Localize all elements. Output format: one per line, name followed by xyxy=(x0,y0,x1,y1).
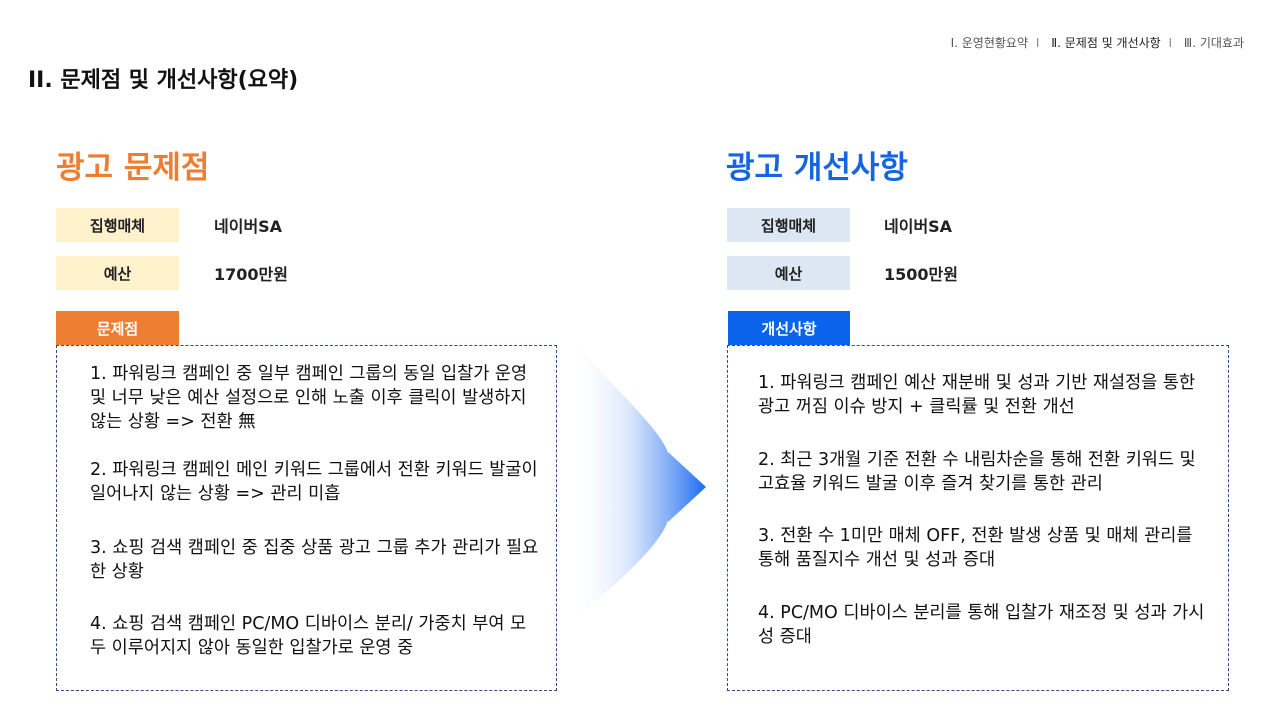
nav-item-issues[interactable]: Ⅱ. 문제점 및 개선사항 xyxy=(1051,36,1161,50)
left-media-label: 집행매체 xyxy=(56,208,179,242)
right-media-label: 집행매체 xyxy=(727,208,850,242)
nav-separator: I xyxy=(1168,36,1173,50)
nav-separator: I xyxy=(1035,36,1040,50)
left-budget-value: 1700만원 xyxy=(214,265,288,284)
problem-item-1: 1. 파워링크 캠페인 중 일부 캠페인 그룹의 동일 입찰가 운영 및 너무 … xyxy=(90,364,528,432)
problem-section-title: 광고 문제점 xyxy=(56,150,210,186)
problem-item-3: 3. 쇼핑 검색 캠페인 중 집중 상품 광고 그룹 추가 관리가 필요한 상황 xyxy=(90,538,539,582)
right-budget-value: 1500만원 xyxy=(884,265,958,284)
breadcrumb-nav: Ⅰ. 운영현황요약 I Ⅱ. 문제점 및 개선사항 I Ⅲ. 기대효과 xyxy=(947,34,1244,51)
improvement-section-title: 광고 개선사항 xyxy=(726,150,908,186)
nav-item-effects[interactable]: Ⅲ. 기대효과 xyxy=(1183,36,1244,50)
problem-box xyxy=(56,345,557,691)
right-budget-label: 예산 xyxy=(727,256,850,290)
left-budget-label: 예산 xyxy=(56,256,179,290)
nav-item-summary[interactable]: Ⅰ. 운영현황요약 xyxy=(950,36,1029,50)
left-media-value: 네이버SA xyxy=(214,217,283,236)
improvement-item-4: 4. PC/MO 디바이스 분리를 통해 입찰가 재조정 및 성과 가시성 증대 xyxy=(758,603,1205,647)
arrow-right-icon xyxy=(568,336,706,624)
improvement-item-1: 1. 파워링크 캠페인 예산 재분배 및 성과 기반 재설정을 통한 광고 꺼짐… xyxy=(758,373,1196,417)
problem-tag: 문제점 xyxy=(56,311,179,345)
improvement-tag: 개선사항 xyxy=(728,311,850,345)
right-media-value: 네이버SA xyxy=(884,217,953,236)
improvement-item-2: 2. 최근 3개월 기준 전환 수 내림차순을 통해 전환 키워드 및 고효율 … xyxy=(758,450,1196,494)
problem-item-2: 2. 파워링크 캠페인 메인 키워드 그룹에서 전환 키워드 발굴이 일어나지 … xyxy=(90,460,538,504)
improvement-box xyxy=(727,345,1229,691)
improvement-item-3: 3. 전환 수 1미만 매체 OFF, 전환 발생 상품 및 매체 관리를 통해… xyxy=(758,526,1193,570)
problem-item-4: 4. 쇼핑 검색 캠페인 PC/MO 디바이스 분리/ 가중치 부여 모두 이루… xyxy=(90,614,527,658)
page-title: II. 문제점 및 개선사항(요약) xyxy=(28,68,299,93)
